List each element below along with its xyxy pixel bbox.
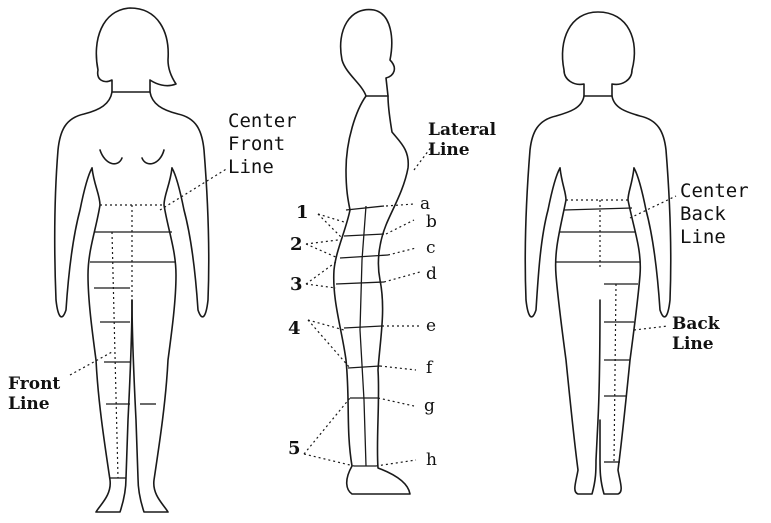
side-letter-f: f (426, 358, 432, 378)
lateral-line-label-2: Line (428, 140, 496, 160)
center-front-line-label-1: Center (228, 110, 297, 133)
side-letter-c: c (426, 238, 436, 258)
side-letter-b: b (426, 212, 437, 232)
front-line-label: Front Line (8, 374, 60, 415)
side-number-5: 5 (288, 438, 301, 460)
front-view-figure (55, 8, 228, 512)
front-line-label-1: Front (8, 374, 60, 394)
center-back-line-label: Center Back Line (680, 180, 749, 248)
side-letter-g: g (424, 396, 435, 416)
side-number-3: 3 (290, 274, 303, 296)
side-number-1: 1 (296, 202, 309, 224)
center-front-line-label-3: Line (228, 156, 297, 179)
center-back-line-label-1: Center (680, 180, 749, 203)
center-front-line-label-2: Front (228, 133, 297, 156)
back-line-label-2: Line (672, 334, 720, 354)
lateral-line-label-1: Lateral (428, 120, 496, 140)
side-number-2: 2 (290, 234, 303, 256)
side-view-figure (304, 10, 432, 494)
back-line-label: Back Line (672, 314, 720, 355)
side-letter-h: h (426, 450, 437, 470)
side-number-4: 4 (288, 318, 301, 340)
side-letter-e: e (426, 316, 436, 336)
side-letter-d: d (426, 264, 437, 284)
center-front-line-label: Center Front Line (228, 110, 297, 178)
center-back-line-label-2: Back (680, 203, 749, 226)
lateral-line-label: Lateral Line (428, 120, 496, 161)
back-line-label-1: Back (672, 314, 720, 334)
center-back-line-label-3: Line (680, 226, 749, 249)
front-line-label-2: Line (8, 394, 60, 414)
back-view-figure (525, 12, 676, 494)
